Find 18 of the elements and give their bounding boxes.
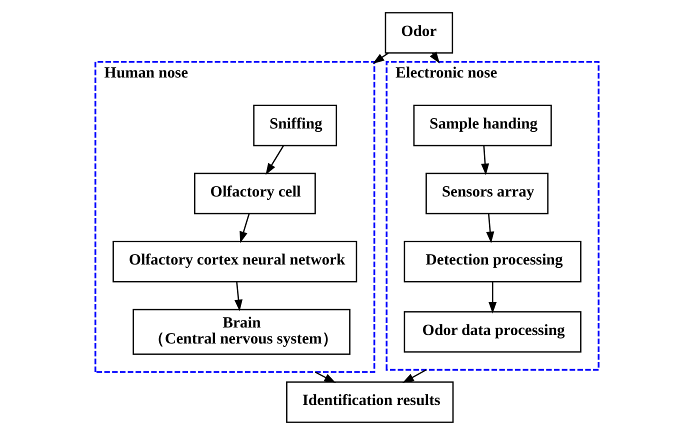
arrow bbox=[486, 214, 494, 244]
node-box: Sniffing bbox=[253, 104, 338, 146]
arrow bbox=[314, 371, 336, 384]
arrow bbox=[372, 52, 389, 64]
arrow bbox=[234, 282, 243, 312]
node-box: Olfactory cortex neural network bbox=[112, 240, 358, 282]
node-box: Brain （Central nervous system） bbox=[132, 308, 350, 355]
arrow bbox=[266, 145, 284, 175]
arrow bbox=[488, 282, 497, 314]
node-box: Sensors array bbox=[426, 172, 548, 214]
node-box: Identification results bbox=[286, 381, 454, 423]
arrow bbox=[402, 369, 427, 384]
node-box: Sample handing bbox=[413, 104, 552, 146]
node-box: Odor data processing bbox=[404, 311, 582, 353]
node-box: Olfactory cell bbox=[194, 172, 316, 214]
arrow bbox=[240, 213, 250, 244]
node-box: Detection processing bbox=[404, 240, 582, 282]
arrow bbox=[481, 146, 490, 176]
